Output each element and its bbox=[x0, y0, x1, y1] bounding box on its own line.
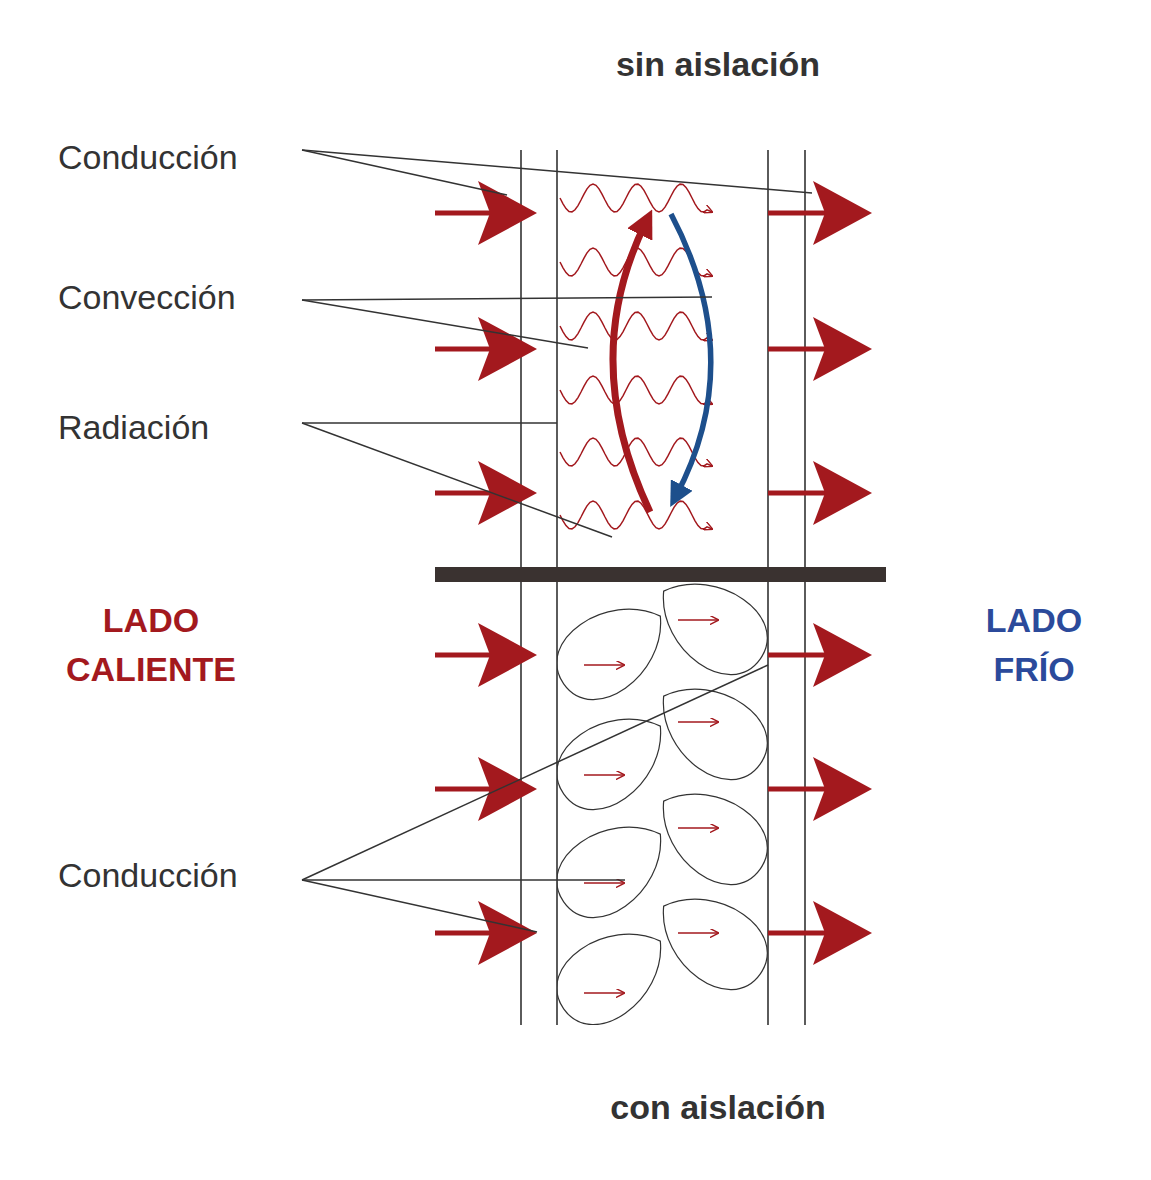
arrow-head bbox=[478, 901, 537, 965]
fiber-lobe bbox=[641, 874, 768, 1006]
arrow-head bbox=[813, 317, 872, 381]
convection-rising-arrow bbox=[613, 222, 650, 512]
arrow-shaft bbox=[435, 211, 492, 216]
radiation-waves bbox=[560, 184, 712, 529]
radiation-wave bbox=[560, 501, 712, 529]
radiation-wave bbox=[560, 312, 712, 340]
arrow-shaft bbox=[768, 347, 827, 352]
wall-lines bbox=[521, 150, 805, 1025]
divider-bar bbox=[435, 567, 886, 582]
conduction-arrow bbox=[584, 774, 624, 776]
side-label: LADO CALIENTE bbox=[51, 596, 251, 695]
arrow-head bbox=[478, 317, 537, 381]
fiber-lobe bbox=[641, 664, 768, 796]
radiation-wave bbox=[560, 376, 712, 404]
conduction-arrow bbox=[584, 992, 624, 994]
radiation-wave bbox=[560, 184, 712, 212]
convection-falling-arrow bbox=[671, 214, 711, 496]
arrow-shaft bbox=[435, 931, 492, 936]
arrow-shaft bbox=[768, 491, 827, 496]
conduction-arrows bbox=[584, 620, 718, 993]
side-label: LADO FRÍO bbox=[974, 596, 1094, 695]
mechanism-label: Radiación bbox=[58, 403, 209, 452]
arrow-shaft bbox=[435, 653, 492, 658]
conduction-arrow bbox=[584, 882, 624, 884]
arrow-shaft bbox=[768, 211, 827, 216]
conduction-arrow bbox=[678, 721, 718, 723]
mechanism-label: Conducción bbox=[58, 851, 238, 900]
fiber-lobe bbox=[557, 909, 683, 1025]
arrow-shaft bbox=[435, 347, 492, 352]
leader-lines bbox=[302, 150, 812, 932]
arrow-shaft bbox=[768, 931, 827, 936]
mechanism-label: Conducción bbox=[58, 133, 238, 182]
arrow-head bbox=[478, 623, 537, 687]
arrow-head bbox=[813, 757, 872, 821]
conduction-arrow bbox=[678, 932, 718, 934]
section-heading: con aislación bbox=[610, 1083, 825, 1132]
arrow-head bbox=[813, 461, 872, 525]
arrow-head bbox=[813, 181, 872, 245]
mechanism-label: Convección bbox=[58, 273, 236, 322]
arrow-head bbox=[478, 461, 537, 525]
conduction-arrow bbox=[678, 619, 718, 621]
fiber-lobe bbox=[641, 769, 768, 901]
arrow-head bbox=[478, 757, 537, 821]
arrow-shaft bbox=[435, 491, 492, 496]
arrow-head bbox=[813, 901, 872, 965]
arrow-shaft bbox=[768, 787, 827, 792]
conduction-arrow bbox=[678, 827, 718, 829]
arrow-head bbox=[813, 623, 872, 687]
insulation-fibers bbox=[557, 582, 768, 1025]
arrow-shaft bbox=[435, 787, 492, 792]
conduction-arrow bbox=[584, 664, 624, 666]
section-heading: sin aislación bbox=[616, 40, 820, 89]
arrow-shaft bbox=[768, 653, 827, 658]
